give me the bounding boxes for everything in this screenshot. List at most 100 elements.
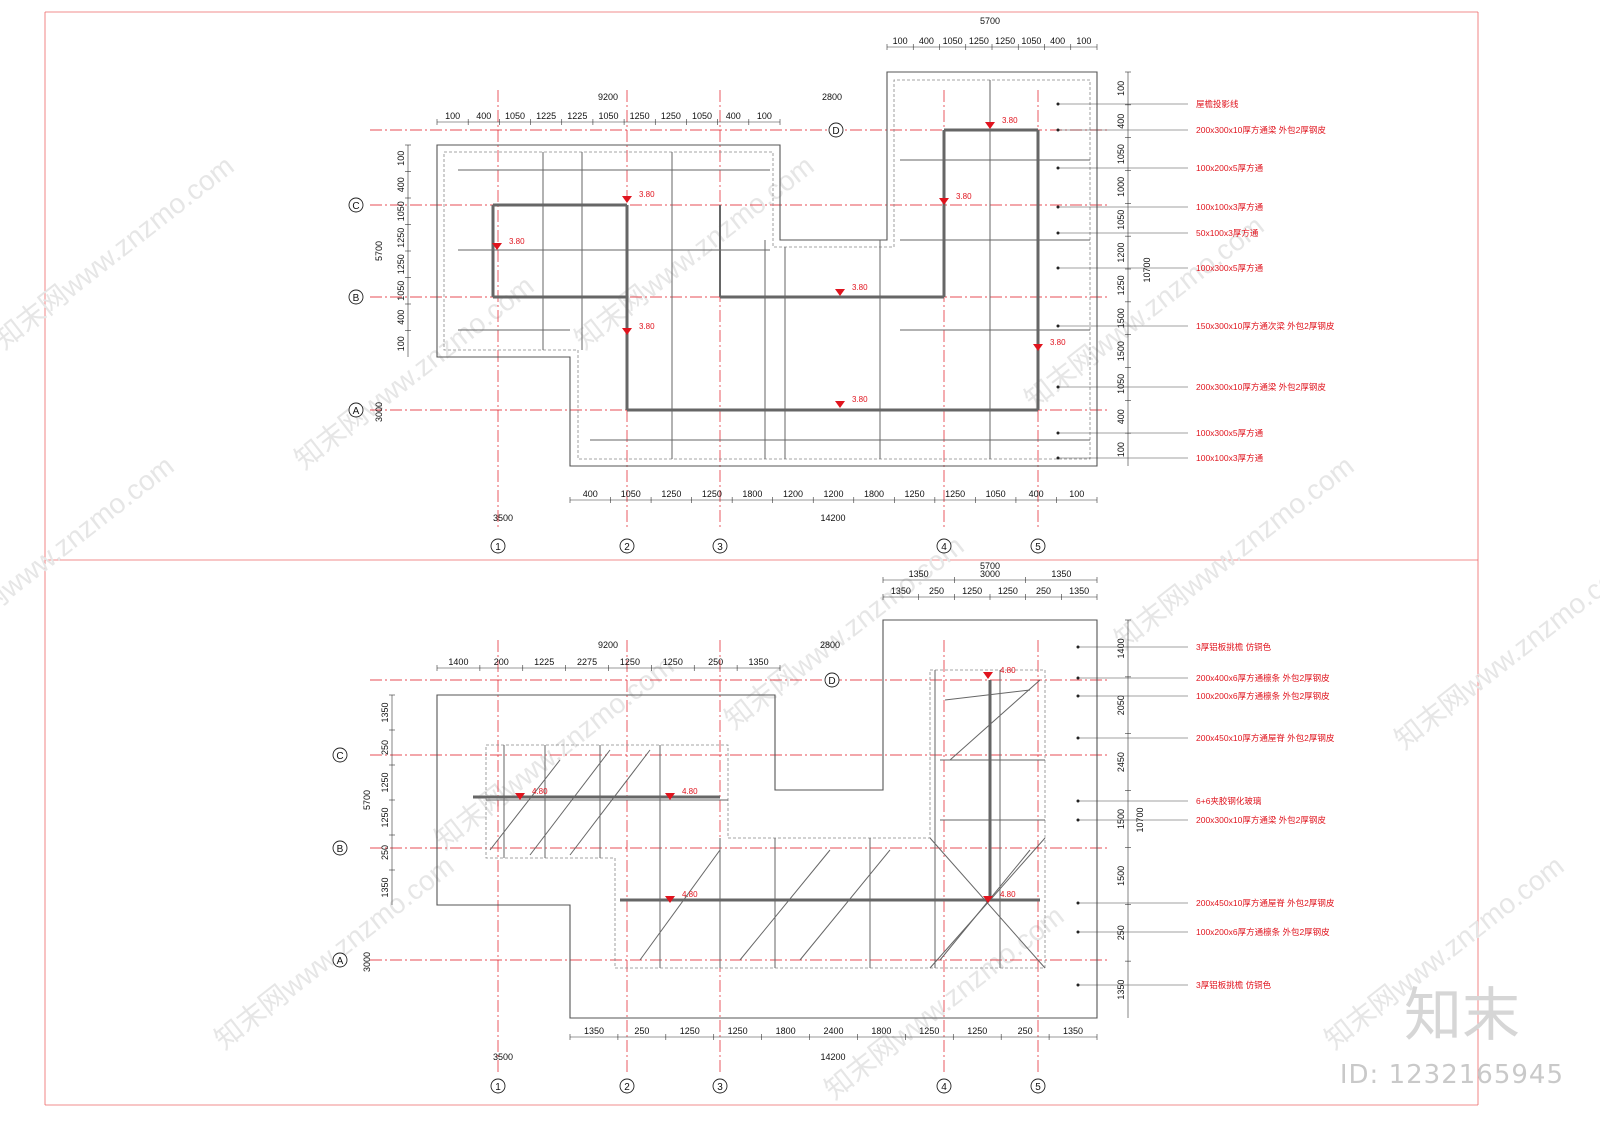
- elevation-marker: [835, 289, 845, 296]
- elevation-marker: [622, 328, 632, 335]
- axis-bubble-D: [828, 122, 844, 138]
- member-label: 100x200x6厚方通檩条 外包2厚钢皮: [1196, 927, 1330, 937]
- axis-bubble-1: [490, 1078, 506, 1094]
- leader-dot: [1076, 799, 1080, 803]
- right-dim-value: 1050: [1116, 210, 1126, 230]
- elevation-marker: [622, 196, 632, 203]
- left-dim-value: 400: [396, 177, 406, 192]
- top-left-dim-value: 1050: [505, 111, 525, 121]
- top-right-dim-value: 1250: [969, 36, 989, 46]
- elevation-text: 3.80: [509, 237, 525, 246]
- elevation-marker: [985, 122, 995, 129]
- axis-bubble-A: [348, 402, 364, 418]
- total-height: 10700: [1142, 257, 1152, 282]
- member-label: 200x300x10厚方通梁 外包2厚钢皮: [1196, 815, 1326, 825]
- axis-label-2: 2: [624, 542, 630, 553]
- right-dim-value: 100: [1116, 442, 1126, 457]
- bottom-dim-value: 1350: [1063, 1026, 1083, 1036]
- elevation-text: 4.80: [1000, 890, 1016, 899]
- elevation-marker: [1033, 344, 1043, 351]
- axis-label-4: 4: [941, 1082, 947, 1093]
- structural-member: [929, 837, 1046, 969]
- total-width: 3500: [493, 1052, 513, 1062]
- structural-member: [489, 759, 561, 851]
- member-label: 3厚铝板挑檐 仿铜色: [1196, 980, 1272, 990]
- structural-member: [529, 749, 611, 856]
- elevation-text: 3.80: [639, 322, 655, 331]
- elevation-marker: [939, 198, 949, 205]
- axis-label-1: 1: [495, 1082, 501, 1093]
- bottom-dim-value: 1800: [864, 489, 884, 499]
- axis-bubble-B: [332, 840, 348, 856]
- elevation-text: 3.80: [639, 190, 655, 199]
- axis-label-2: 2: [624, 1082, 630, 1093]
- axis-bubble-3: [712, 538, 728, 554]
- member-label: 100x200x6厚方通檩条 外包2厚钢皮: [1196, 691, 1330, 701]
- top-right-dim-b-value: 1250: [998, 586, 1018, 596]
- axis-bubble-2: [619, 1078, 635, 1094]
- leader-dot: [1056, 128, 1060, 132]
- top-right-dim-value: 1250: [995, 36, 1015, 46]
- axis-bubble-5: [1030, 1078, 1046, 1094]
- structural-member: [569, 749, 651, 856]
- top-left-dim-value: 1250: [620, 657, 640, 667]
- bottom-dim-value: 1200: [783, 489, 803, 499]
- bottom-dim-value: 400: [583, 489, 598, 499]
- top-left-dim-value: 250: [708, 657, 723, 667]
- axis-bubble-A: [332, 952, 348, 968]
- structural-member: [739, 849, 831, 961]
- bottom-dim-value: 250: [1018, 1026, 1033, 1036]
- total-width: 2800: [822, 92, 842, 102]
- leader-dot: [1056, 102, 1060, 106]
- leader-dot: [1076, 645, 1080, 649]
- top-left-dim-value: 1350: [749, 657, 769, 667]
- leader-dot: [1076, 676, 1080, 680]
- bottom-dim-value: 400: [1029, 489, 1044, 499]
- member-label: 屋檐投影线: [1196, 99, 1239, 109]
- top-left-dim-value: 1225: [536, 111, 556, 121]
- left-dim-value: 1050: [396, 201, 406, 221]
- structure-outline: [436, 619, 1098, 1019]
- top-left-dim-value: 1250: [630, 111, 650, 121]
- elevation-marker: [983, 896, 993, 903]
- top-right-dim-b-value: 1350: [891, 586, 911, 596]
- leader-dot: [1056, 205, 1060, 209]
- brand-watermark: 知末: [1403, 981, 1520, 1049]
- right-dim-value: 1500: [1116, 809, 1126, 829]
- eave-projection-line: [485, 669, 1046, 969]
- member-label: 150x300x10厚方通次梁 外包2厚钢皮: [1196, 321, 1335, 331]
- top-right-dim-a-value: 1350: [909, 569, 929, 579]
- top-right-dim-a-value: 1350: [1051, 569, 1071, 579]
- elevation-text: 4.80: [1000, 666, 1016, 675]
- top-left-dim-value: 1225: [534, 657, 554, 667]
- top-left-dim-value: 200: [494, 657, 509, 667]
- structural-member: [944, 689, 1031, 701]
- axis-label-1: 1: [495, 542, 501, 553]
- right-dim-value: 1500: [1116, 308, 1126, 328]
- left-dim-value: 1350: [380, 702, 390, 722]
- elevation-text: 4.80: [682, 890, 698, 899]
- axis-label-3: 3: [717, 1082, 723, 1093]
- structure-outline: [436, 71, 1098, 467]
- elevation-marker: [835, 401, 845, 408]
- elevation-marker: [665, 896, 675, 903]
- right-dim-value: 2050: [1116, 695, 1126, 715]
- right-dim-value: 1050: [1116, 374, 1126, 394]
- leader-dot: [1056, 231, 1060, 235]
- top-right-dim-value: 1050: [1021, 36, 1041, 46]
- top-left-dim-value: 1050: [598, 111, 618, 121]
- total-width: 9200: [598, 640, 618, 650]
- watermark-text: 知末网www.znzmo.com: [0, 150, 240, 355]
- top-left-dim-value: 1250: [661, 111, 681, 121]
- total-height: 3000: [374, 402, 384, 422]
- elevation-marker: [515, 793, 525, 800]
- elevation-marker: [983, 672, 993, 679]
- member-label: 100x200x5厚方通: [1196, 163, 1264, 173]
- leader-dot: [1056, 456, 1060, 460]
- bottom-dim-value: 2400: [823, 1026, 843, 1036]
- axis-label-D: D: [828, 676, 835, 687]
- bottom-dim-value: 1250: [728, 1026, 748, 1036]
